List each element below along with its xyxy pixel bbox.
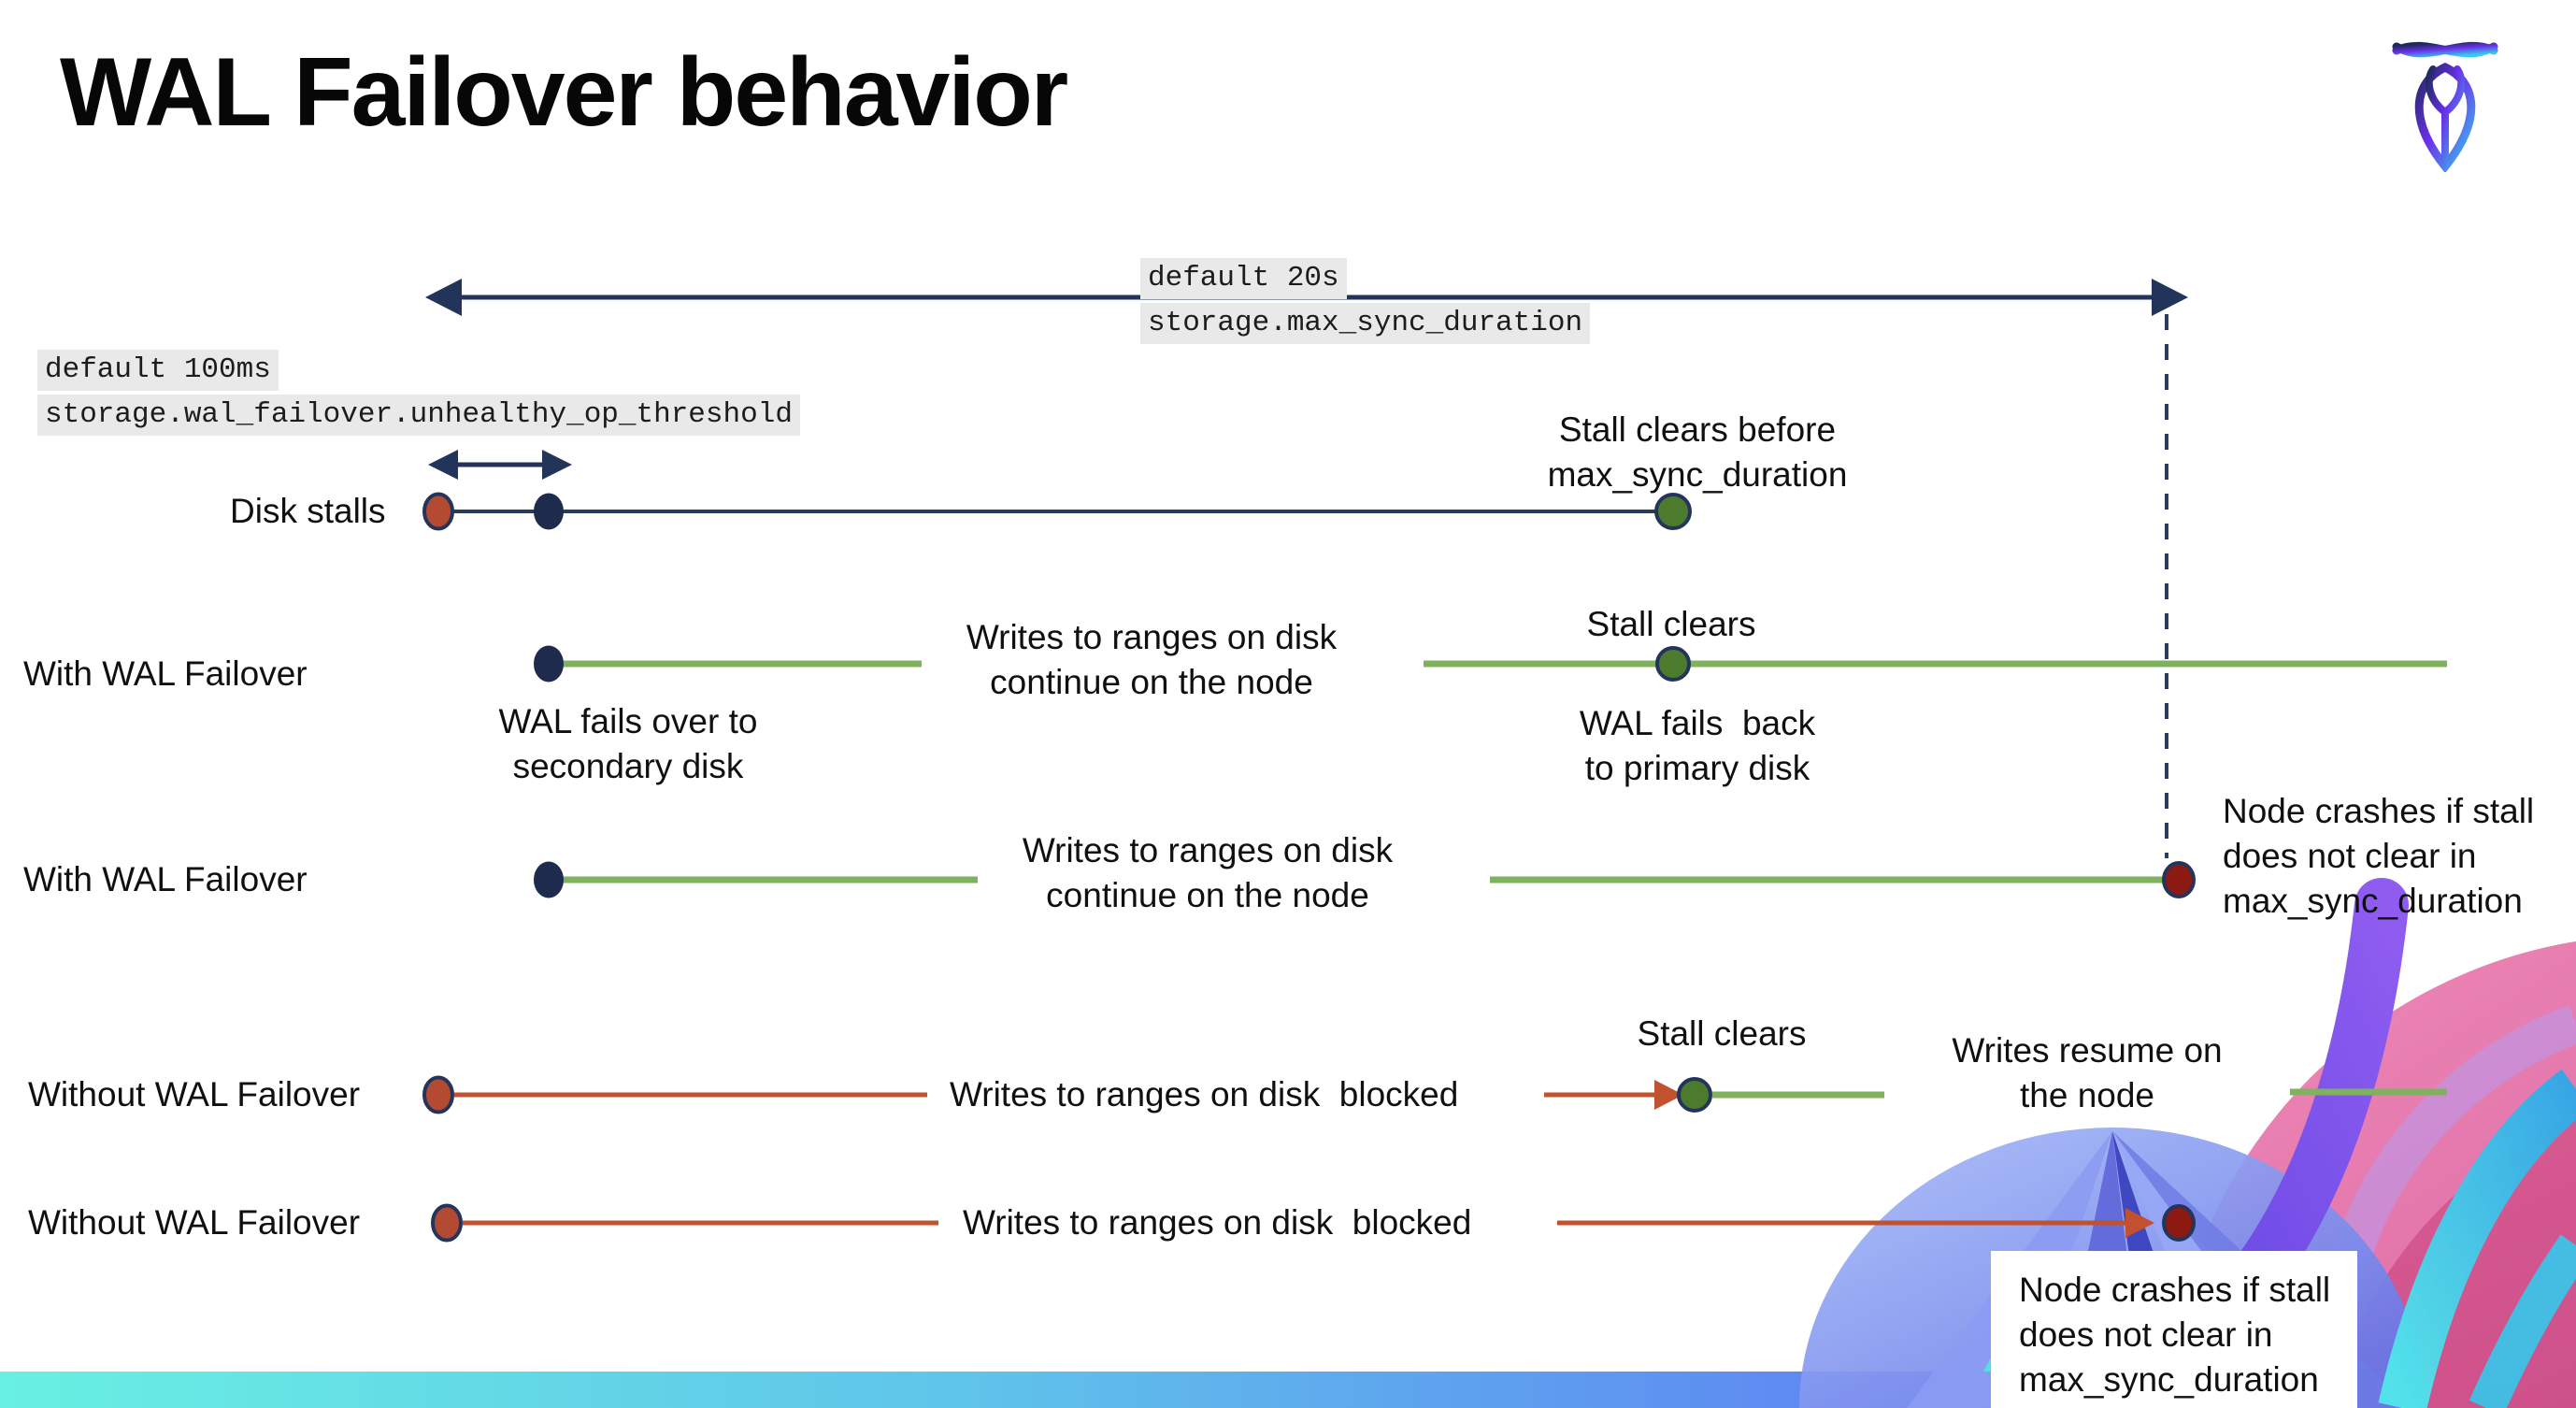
- node-crash-note: Node crashes if stall does not clear in …: [2223, 792, 2535, 920]
- threshold-default-label: default 100ms: [37, 350, 279, 391]
- crash-note-box: [1991, 1251, 2357, 1408]
- row-label-without-wal-failover: Without WAL Failover: [28, 1075, 361, 1113]
- row-label-with-wal-failover: With WAL Failover: [23, 860, 308, 898]
- max-sync-callout: default 20s storage.max_sync_duration: [1140, 258, 1591, 344]
- cockroachdb-logo-icon: [2392, 41, 2498, 172]
- writes-blocked-note: Writes to ranges on disk blocked: [950, 1075, 1459, 1113]
- threshold-setting-label: storage.wal_failover.unhealthy_op_thresh…: [37, 395, 800, 436]
- writes-blocked-note: Writes to ranges on disk blocked: [963, 1203, 1472, 1242]
- max-sync-default-label: default 20s: [1140, 258, 1347, 299]
- writes-resume-note: Writes resume on the node: [1952, 1031, 2223, 1114]
- max-sync-setting-label: storage.max_sync_duration: [1140, 303, 1591, 344]
- wal-fails-over-note: WAL fails over to secondary disk: [498, 702, 758, 785]
- wal-fails-back-note: WAL fails back to primary disk: [1579, 704, 1816, 787]
- page-title: WAL Failover behavior: [60, 38, 1068, 147]
- stall-clears-before-note: Stall clears before max_sync_duration: [1547, 410, 1848, 494]
- stall-clears-note: Stall clears: [1586, 605, 1756, 643]
- writes-continue-note: Writes to ranges on disk continue on the…: [966, 618, 1338, 701]
- row-label-disk-stalls: Disk stalls: [230, 492, 386, 530]
- threshold-callout: default 100ms storage.wal_failover.unhea…: [37, 350, 800, 436]
- row-label-without-wal-failover: Without WAL Failover: [28, 1203, 361, 1242]
- cyan-arc-shape: [2469, 1234, 2576, 1408]
- row-label-with-wal-failover: With WAL Failover: [23, 654, 308, 693]
- cyan-arc-shape: [2378, 1069, 2576, 1408]
- writes-continue-note: Writes to ranges on disk continue on the…: [1022, 831, 1394, 914]
- stall-clears-note: Stall clears: [1637, 1014, 1807, 1053]
- node-crash-note: Node crashes if stall does not clear in …: [2019, 1271, 2331, 1399]
